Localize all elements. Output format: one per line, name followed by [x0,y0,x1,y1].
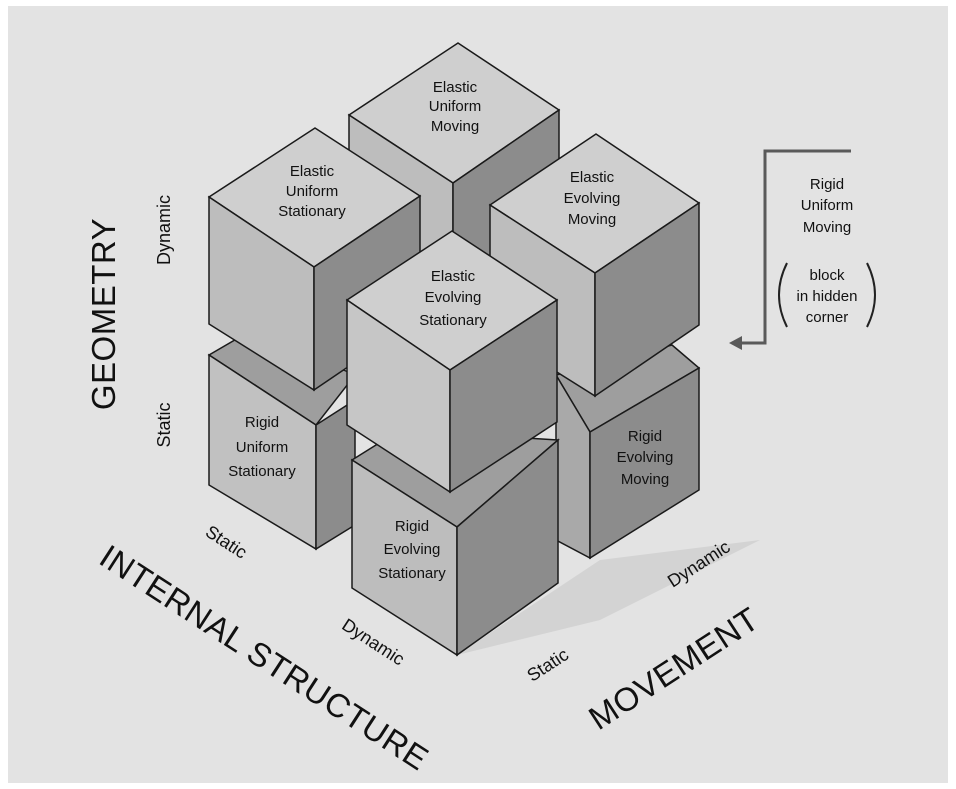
cube-label-line-1: Rigid [395,518,429,535]
callout-close-paren [866,262,876,328]
cube-label-line-1: Elastic [290,163,335,180]
cube-label-line-2: Uniform [236,439,289,456]
cube-label-line-3: Stationary [278,203,346,220]
hidden-block-callout: Rigid Uniform Moving block in hidden cor… [729,149,876,350]
cube-label-line-2: Evolving [564,190,621,207]
cube-right-face [449,298,558,494]
cube-label-line-1: Elastic [431,268,476,285]
cube-label-line-3: Moving [431,118,479,135]
cube-right-face [594,201,700,398]
cube-label-line-1: Rigid [628,428,662,445]
geometry-axis-title: GEOMETRY [85,218,122,410]
cube-label-line-2: Uniform [429,98,482,115]
geometry-tick-dynamic: Dynamic [154,195,174,265]
cube-label-line-3: Stationary [419,312,487,329]
callout-arrow-head [729,336,742,350]
callout-open-paren [778,262,788,328]
geometry-axis: GEOMETRY Dynamic Static [85,195,174,448]
floor-shadow [457,540,760,655]
geometry-tick-static: Static [154,402,174,447]
callout-arrow-line [740,149,851,345]
cube-label-line-2: Uniform [286,183,339,200]
cube-right-face [456,438,559,657]
cube-label-line-1: Elastic [433,79,478,96]
cube-rigid-evolving-moving: Rigid Evolving Moving [554,344,701,560]
cube-right-face [589,366,700,560]
hidden-block-note-line-1: block [809,267,845,284]
cube-rigid-uniform-stationary: Rigid Uniform Stationary [207,329,357,551]
cube-label-line-3: Moving [568,211,616,228]
hidden-block-name-line-1: Rigid [810,176,844,193]
hidden-block-name-line-2: Uniform [801,197,854,214]
hidden-block-note-line-3: corner [806,309,849,326]
cube-label-line-1: Elastic [570,169,615,186]
cube-elastic-evolving-stationary: Elastic Evolving Stationary [345,230,559,494]
cube-label-line-2: Evolving [384,541,441,558]
hidden-block-name-line-3: Moving [803,219,851,236]
hidden-block-note-line-2: in hidden [797,288,858,305]
cube-label-line-2: Evolving [425,289,482,306]
cube-label-line-3: Stationary [228,463,296,480]
cube-label-line-3: Stationary [378,565,446,582]
cube-label-line-1: Rigid [245,414,279,431]
cube-label-line-3: Moving [621,471,669,488]
cube-label-line-2: Evolving [617,449,674,466]
